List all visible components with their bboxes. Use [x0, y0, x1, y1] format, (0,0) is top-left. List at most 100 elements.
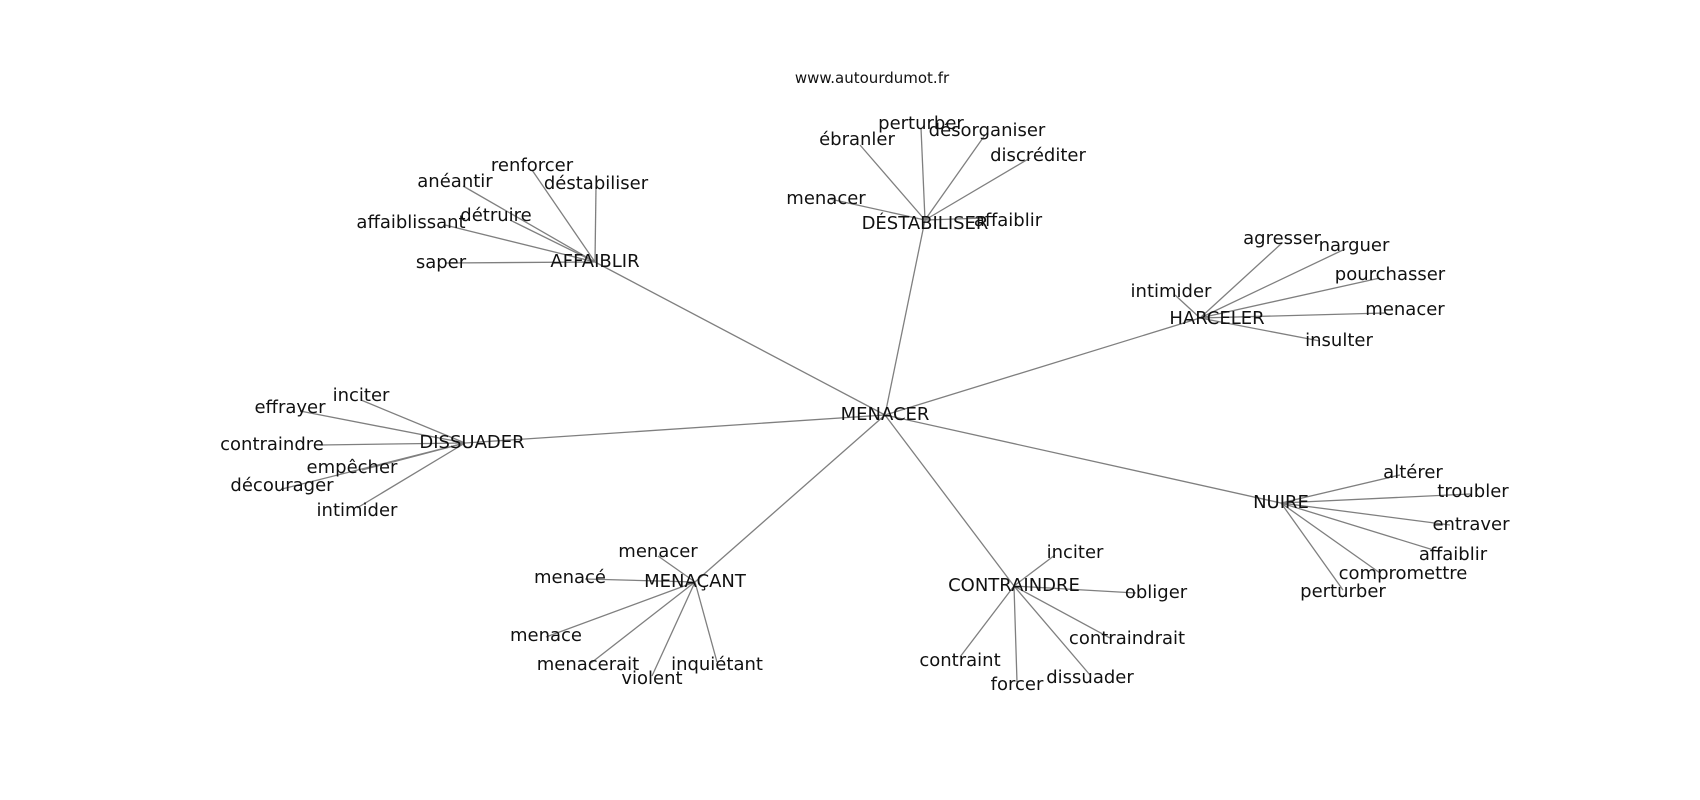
edge-cluster-to-word	[1174, 294, 1201, 319]
word-node-label: décourager	[230, 475, 334, 496]
word-node-label: forcer	[991, 674, 1044, 695]
edge-cluster-to-word	[509, 219, 596, 263]
edge-cluster-to-word	[694, 581, 718, 663]
word-node-label: perturber	[1300, 581, 1386, 602]
word-node-label: discréditer	[990, 145, 1086, 166]
word-node-label: renforcer	[491, 155, 574, 176]
edge-cluster-to-word	[1199, 277, 1381, 319]
word-node-label: inciter	[1047, 542, 1104, 563]
word-node-label: dissuader	[1046, 667, 1134, 688]
edge-cluster-to-word	[1280, 474, 1401, 504]
edge-cluster-to-word	[594, 186, 597, 263]
edge-cluster-to-word	[1280, 502, 1441, 553]
edge-cluster-to-word	[1199, 317, 1321, 342]
edge-cluster-to-word	[829, 198, 926, 221]
edge-cluster-to-word	[1280, 502, 1451, 526]
edge-cluster-to-word	[281, 442, 466, 490]
edge-cluster-to-word	[360, 399, 466, 444]
word-node-label: contraindre	[220, 434, 324, 455]
word-node-label: intimider	[1131, 281, 1213, 302]
cluster-node-label: HARCELER	[1169, 308, 1264, 329]
edge-cluster-to-word	[1280, 502, 1344, 591]
word-node-label: intimider	[317, 500, 399, 521]
cluster-node-label: DÉSTABILISER	[862, 212, 989, 234]
word-node-label: narguer	[1319, 235, 1390, 256]
word-node-label: désorganiser	[929, 120, 1046, 141]
word-node-label: menacer	[618, 541, 698, 562]
cluster-node-label: NUIRE	[1253, 492, 1309, 513]
cluster-node-label: MENAÇANT	[644, 571, 747, 592]
word-node-label: menacer	[1365, 299, 1445, 320]
edge-cluster-to-word	[584, 578, 696, 583]
word-node-label: agresser	[1243, 228, 1321, 249]
edge-cluster-to-word	[356, 442, 466, 509]
edge-cluster-to-word	[657, 555, 696, 583]
word-node-label: menace	[510, 625, 582, 646]
word-node-label: affaiblir	[1419, 544, 1488, 565]
edge-cluster-to-word	[1013, 585, 1137, 594]
word-node-label: menacerait	[537, 654, 640, 675]
edge-cluster-to-word	[545, 581, 696, 638]
edge-cluster-to-word	[1013, 554, 1056, 587]
word-node-label: obliger	[1125, 582, 1188, 603]
edge-cluster-to-word	[959, 585, 1015, 658]
edge-cluster-to-word	[319, 442, 466, 446]
edge-cluster-to-word	[924, 217, 986, 221]
edge-cluster-to-word	[1199, 312, 1386, 319]
word-node-label: empêcher	[307, 457, 398, 478]
edge-cluster-to-word	[1013, 585, 1018, 683]
edge-center-to-cluster	[594, 261, 886, 416]
edge-cluster-to-word	[444, 224, 596, 263]
edge-cluster-to-word	[1280, 493, 1471, 504]
edge-cluster-to-word	[590, 581, 696, 664]
word-node-label: effrayer	[254, 397, 326, 418]
word-node-label: compromettre	[1339, 563, 1468, 584]
site-watermark: www.autourdumot.fr	[795, 69, 950, 87]
word-node-label: ébranler	[819, 129, 895, 150]
word-node-label: troubler	[1437, 481, 1509, 502]
word-node-label: saper	[416, 252, 467, 273]
word-node-label: entraver	[1432, 514, 1510, 535]
word-node-label: inciter	[333, 385, 390, 406]
edge-center-to-cluster	[464, 414, 886, 444]
edge-center-to-cluster	[884, 414, 1282, 504]
cluster-node-label: AFFAIBLIR	[550, 251, 639, 272]
edge-cluster-to-word	[462, 185, 596, 263]
edge-cluster-to-word	[920, 127, 926, 221]
word-node-label: déstabiliser	[544, 173, 649, 194]
cluster-node-label: DISSUADER	[419, 432, 524, 453]
word-node-label: altérer	[1383, 462, 1443, 483]
edge-cluster-to-word	[444, 261, 596, 264]
word-node-label: inquiétant	[671, 654, 763, 675]
word-node-label: insulter	[1305, 330, 1373, 351]
word-node-label: violent	[621, 668, 682, 689]
edge-center-to-cluster	[884, 414, 1015, 587]
word-node-label: perturber	[878, 113, 964, 134]
word-node-label: affaiblir	[974, 210, 1043, 231]
edge-cluster-to-word	[1280, 502, 1381, 574]
center-node-label: MENACER	[841, 404, 930, 425]
word-node-label: menacé	[534, 567, 606, 588]
word-node-label: menacer	[786, 188, 866, 209]
graph-edges	[281, 127, 1471, 683]
edge-cluster-to-word	[859, 144, 926, 221]
edge-cluster-to-word	[1013, 585, 1111, 639]
edge-cluster-to-word	[1199, 248, 1346, 319]
edge-cluster-to-word	[924, 134, 986, 221]
word-node-label: détruire	[460, 205, 531, 226]
edge-cluster-to-word	[924, 157, 1031, 221]
cluster-node-label: CONTRAINDRE	[948, 575, 1080, 596]
edge-center-to-cluster	[694, 414, 886, 583]
edge-cluster-to-word	[1199, 242, 1283, 319]
word-node-label: contraint	[919, 650, 1000, 671]
edge-cluster-to-word	[531, 169, 596, 263]
word-node-label: pourchasser	[1335, 264, 1446, 285]
word-node-label: contraindrait	[1069, 628, 1185, 649]
word-node-label: anéantir	[417, 171, 493, 192]
edge-cluster-to-word	[1013, 585, 1091, 676]
edge-cluster-to-word	[651, 581, 696, 677]
edge-center-to-cluster	[884, 317, 1201, 416]
edge-cluster-to-word	[299, 410, 466, 444]
word-node-label: affaiblissant	[356, 212, 465, 233]
